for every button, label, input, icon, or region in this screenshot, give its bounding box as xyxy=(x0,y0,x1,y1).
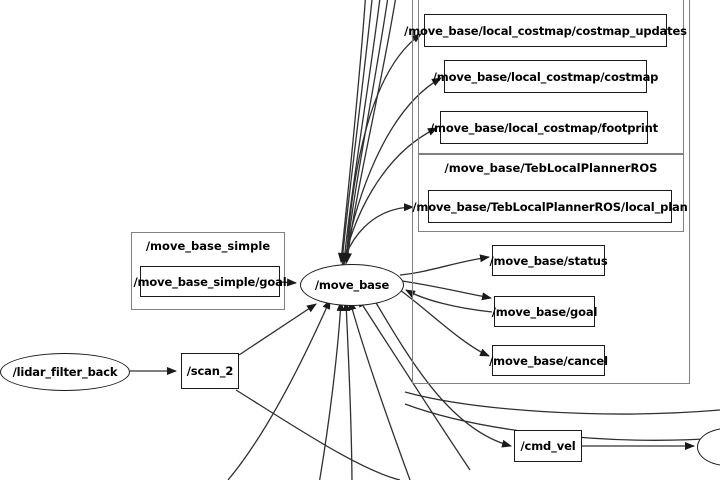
cluster-local_costmap xyxy=(418,0,684,154)
topic-footprint[interactable]: /move_base/local_costmap/footprint xyxy=(430,111,658,144)
edge-incoming-top-2 xyxy=(338,0,373,263)
topic-status[interactable]: /move_base/status xyxy=(489,245,608,276)
topic-cancel[interactable]: /move_base/cancel xyxy=(489,345,608,376)
topic-costmap_updates[interactable]: /move_base/local_costmap/costmap_updates xyxy=(404,14,687,47)
edge-move_base-to-local_plan xyxy=(341,203,414,266)
cluster-move_base_simple: /move_base_simple xyxy=(131,232,285,310)
edge-move_base-to-costmap_updates xyxy=(345,33,422,265)
topic-scan_2[interactable]: /scan_2 xyxy=(181,353,239,389)
node-lidar_filter_back[interactable]: /lidar_filter_back xyxy=(0,353,130,391)
edge-incoming-top-4 xyxy=(342,0,389,263)
edge-incoming-bottom-1 xyxy=(227,299,331,480)
cluster-label-move_base_simple: /move_base_simple xyxy=(145,239,271,253)
topic-local_plan[interactable]: /move_base/TebLocalPlannerROS/local_plan xyxy=(412,190,688,223)
edge-incoming-bottom-4 xyxy=(348,300,411,480)
edge-sweep-lower-3 xyxy=(235,389,401,480)
cluster-label-teb_local_planner: /move_base/TebLocalPlannerROS xyxy=(444,161,658,175)
cluster-teb_local_planner: /move_base/TebLocalPlannerROS xyxy=(418,154,684,232)
edge-scan_2-to-move_base xyxy=(238,303,317,356)
edge-incoming-top-3 xyxy=(340,0,381,263)
topic-costmap[interactable]: /move_base/local_costmap/costmap xyxy=(433,60,658,93)
edge-incoming-top-1 xyxy=(337,0,366,263)
cluster-move_base xyxy=(412,0,690,384)
edge-incoming-top-5 xyxy=(344,0,397,263)
edge-incoming-bottom-3 xyxy=(342,301,353,480)
topic-goal[interactable]: /move_base/goal xyxy=(492,296,597,327)
edge-incoming-bottom-2 xyxy=(319,301,345,480)
node-move_base[interactable]: /move_base xyxy=(300,264,404,306)
node-clipped-right-edge[interactable] xyxy=(697,428,720,466)
topic-move_base_simple_goal[interactable]: /move_base_simple/goal xyxy=(134,266,287,297)
edge-sweep-lower-1 xyxy=(404,391,720,415)
topic-cmd_vel[interactable]: /cmd_vel xyxy=(514,430,582,462)
